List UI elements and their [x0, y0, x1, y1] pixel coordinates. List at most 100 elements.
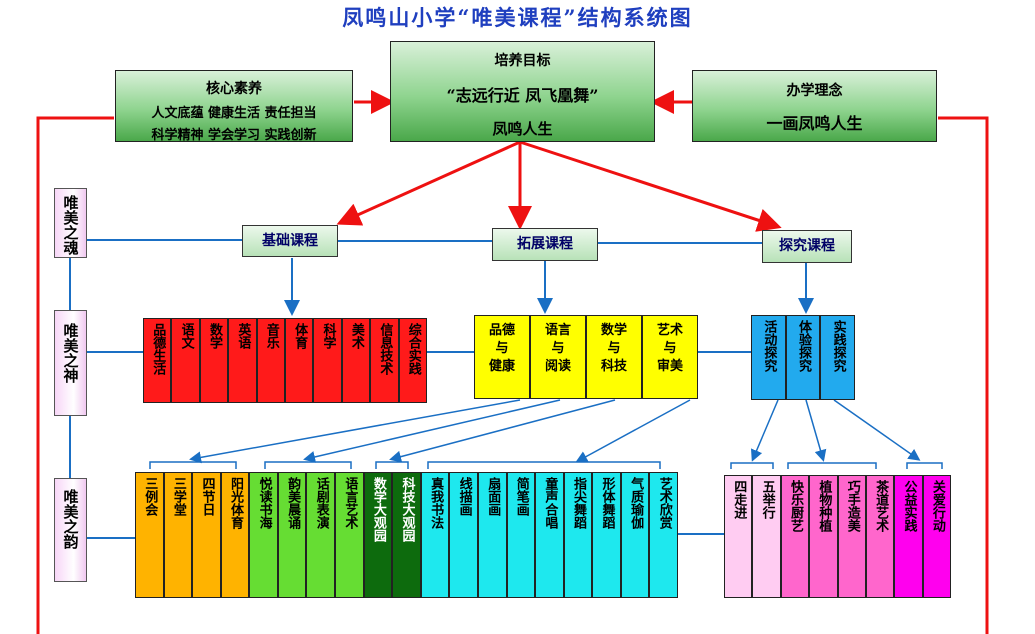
- explore-activity-cell: 公益实践: [894, 475, 923, 598]
- expand-group-text: 与: [495, 341, 509, 356]
- explore-activity-cell: 四走进: [724, 475, 753, 598]
- explore-activities-row: 四走进五举行快乐厨艺植物种植巧手造美茶道艺术公益实践关爱行动: [724, 475, 951, 598]
- expand-group-text: 阅读: [544, 359, 571, 374]
- activity-cell-label: 形体舞蹈: [599, 477, 615, 529]
- basic-subject-cell-label: 音乐: [263, 323, 279, 349]
- basic-course-box: 基础课程: [242, 225, 338, 257]
- activity-cell-label: 扇面画: [485, 477, 501, 516]
- explore-activity-cell: 快乐厨艺: [780, 475, 810, 598]
- expand-group-cell: 语言与阅读: [530, 315, 586, 399]
- activity-cell-label: 简笔画: [513, 477, 529, 516]
- basic-subject-cell-label: 品德生活: [150, 323, 166, 375]
- explore-activity-cell-label: 四走进: [731, 480, 747, 519]
- basic-subject-cell: 音乐: [256, 318, 285, 403]
- activity-cell-label: 艺术欣赏: [656, 477, 672, 529]
- activity-cell: 韵美晨诵: [277, 472, 307, 598]
- basic-subject-cell: 品德生活: [143, 318, 172, 403]
- activity-cell: 指尖舞蹈: [563, 472, 593, 598]
- basic-subject-cell-label: 综合实践: [405, 323, 421, 375]
- activity-cell-label: 真我书法: [428, 477, 444, 529]
- activity-cell-label: 话剧表演: [313, 477, 329, 529]
- expand-group-text: 与: [663, 341, 677, 356]
- activity-cell: 四节日: [192, 472, 221, 598]
- activity-cell-label: 三例会: [142, 477, 158, 516]
- explore-group-cell: 体验探究: [785, 315, 821, 400]
- activity-cell-label: 悦读书海: [256, 477, 272, 529]
- basic-subjects-row: 品德生活语文数学英语音乐体育科学美术信息技术综合实践: [143, 318, 427, 403]
- side-label-soul: 唯美之魂: [54, 188, 87, 258]
- activity-cell-label: 数学大观园: [370, 477, 386, 542]
- activity-cell: 气质瑜伽: [620, 472, 650, 598]
- basic-subject-cell: 体育: [284, 318, 314, 403]
- training-goal-slogan: “志远行近 凤飞凰舞”: [446, 86, 599, 105]
- side-label-soul-text: 唯美之魂: [61, 195, 80, 255]
- explore-activity-cell-label: 巧手造美: [844, 480, 860, 532]
- activity-cell: 简笔画: [506, 472, 536, 598]
- activities-row: 三例会三学堂四节日阳光体育悦读书海韵美晨诵话剧表演语言艺术数学大观园科技大观园真…: [135, 472, 678, 598]
- basic-subject-cell: 语文: [171, 318, 200, 403]
- core-literacy-line-1: 人文底蕴 健康生活 责任担当: [151, 106, 317, 121]
- explore-group-cell: 活动探究: [751, 315, 786, 400]
- basic-subject-cell: 美术: [341, 318, 371, 403]
- training-goal-bottom: 凤鸣人生: [492, 120, 553, 138]
- explore-activity-cell: 巧手造美: [837, 475, 866, 598]
- activity-cell-label: 阳光体育: [228, 477, 244, 529]
- explore-activity-cell-label: 公益实践: [901, 480, 917, 532]
- expand-group-cell: 数学与科技: [586, 315, 642, 399]
- school-philosophy-title: 办学理念: [786, 83, 843, 99]
- page-title: 凤鸣山小学“唯美课程”结构系统图: [342, 5, 693, 30]
- side-label-spirit-text: 唯美之神: [61, 323, 80, 383]
- core-literacy-box: 核心素养 人文底蕴 健康生活 责任担当 科学精神 学会学习 实践创新: [115, 70, 353, 143]
- side-label-charm: 唯美之韵: [54, 478, 87, 582]
- basic-subject-cell-label: 数学: [206, 323, 222, 349]
- activity-cell: 形体舞蹈: [592, 472, 621, 598]
- activity-cell: 童声合唱: [535, 472, 564, 598]
- basic-subject-cell: 信息技术: [370, 318, 399, 403]
- activity-cell: 线描画: [449, 472, 478, 598]
- basic-subject-cell-label: 语文: [178, 323, 194, 349]
- expand-group-text: 审美: [656, 359, 683, 374]
- basic-subject-cell-label: 英语: [235, 323, 251, 349]
- explore-activity-cell: 茶道艺术: [865, 475, 895, 598]
- core-literacy-line-2: 科学精神 学会学习 实践创新: [151, 128, 317, 143]
- basic-subject-cell: 科学: [313, 318, 342, 403]
- explore-activity-cell-label: 关爱行动: [929, 480, 945, 532]
- activity-cell-label: 科技大观园: [399, 477, 415, 542]
- expand-group-text: 健康: [488, 359, 515, 374]
- expand-group-text: 与: [607, 341, 621, 356]
- expand-group-text: 艺术: [656, 323, 683, 338]
- basic-subject-cell: 综合实践: [398, 318, 427, 403]
- school-philosophy-slogan: 一画凤鸣人生: [766, 114, 863, 133]
- activity-cell: 数学大观园: [363, 472, 393, 598]
- activity-cell: 语言艺术: [335, 472, 364, 598]
- expand-group-text: 数学: [600, 323, 627, 338]
- training-goal-box: 培养目标 “志远行近 凤飞凰舞” 凤鸣人生: [390, 41, 655, 142]
- basic-subject-cell-label: 科学: [320, 323, 336, 349]
- activity-cell: 话剧表演: [306, 472, 336, 598]
- activity-cell-label: 气质瑜伽: [628, 477, 644, 529]
- expand-group-text: 科技: [600, 359, 627, 374]
- basic-subject-cell: 英语: [228, 318, 257, 403]
- activity-cell: 悦读书海: [249, 472, 278, 598]
- explore-groups-row: 活动探究体验探究实践探究: [751, 315, 855, 400]
- activity-cell-label: 三学堂: [170, 477, 186, 516]
- activity-cell: 扇面画: [477, 472, 507, 598]
- explore-activity-cell: 五举行: [752, 475, 781, 598]
- school-philosophy-box: 办学理念 一画凤鸣人生: [692, 70, 937, 142]
- expand-group-text: 语言: [544, 323, 571, 338]
- activity-cell-label: 童声合唱: [542, 477, 558, 529]
- explore-activity-cell-label: 茶道艺术: [873, 480, 889, 532]
- side-label-spirit: 唯美之神: [54, 310, 87, 416]
- activity-cell-label: 四节日: [199, 477, 215, 516]
- expand-course-box: 拓展课程: [492, 228, 598, 261]
- basic-subject-cell: 数学: [199, 318, 229, 403]
- explore-group-cell-label: 活动探究: [761, 320, 777, 372]
- activity-cell: 真我书法: [420, 472, 450, 598]
- activity-cell: 科技大观园: [392, 472, 421, 598]
- basic-subject-cell-label: 体育: [292, 323, 308, 349]
- training-goal-title: 培养目标: [494, 53, 551, 69]
- activity-cell-label: 指尖舞蹈: [570, 477, 586, 529]
- explore-group-cell-label: 实践探究: [830, 320, 846, 372]
- basic-subject-cell-label: 美术: [348, 323, 364, 349]
